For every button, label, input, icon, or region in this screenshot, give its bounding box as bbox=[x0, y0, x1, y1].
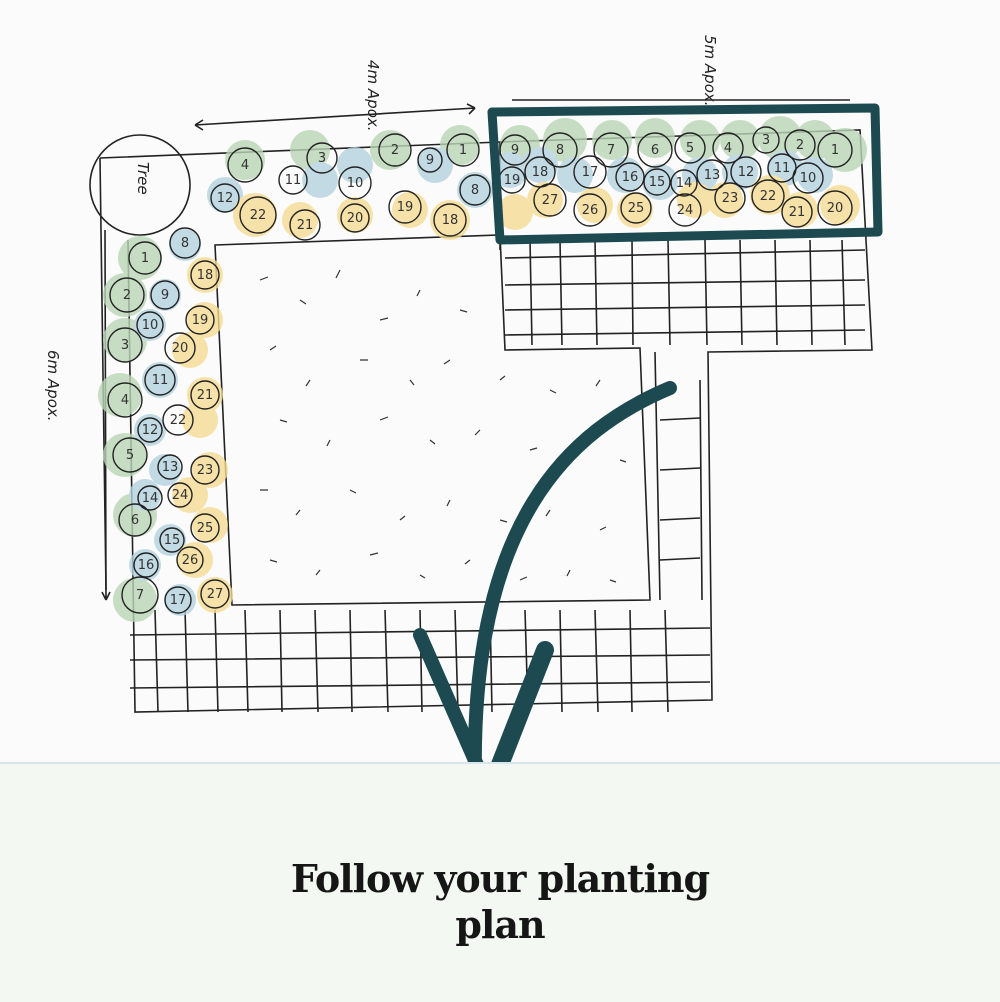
plant-number: 3 bbox=[318, 151, 326, 166]
plant-number: 13 bbox=[162, 460, 179, 475]
plant-number: 25 bbox=[628, 201, 645, 216]
plant-number: 19 bbox=[397, 200, 414, 215]
plant-number: 26 bbox=[182, 553, 199, 568]
plant-number: 18 bbox=[442, 213, 459, 228]
plant-number: 27 bbox=[207, 587, 224, 602]
plant-number: 15 bbox=[164, 533, 181, 548]
lawn-texture bbox=[259, 269, 627, 583]
plant-circles bbox=[107, 126, 853, 614]
plant-number: 23 bbox=[722, 191, 739, 206]
caption-line-1: Follow your planting bbox=[290, 856, 710, 901]
plant-number: 24 bbox=[172, 488, 189, 503]
plant-number: 6 bbox=[131, 513, 139, 528]
caption-panel: Follow your planting plan bbox=[0, 762, 1000, 1002]
plant-number: 19 bbox=[504, 173, 521, 188]
highlighted-bed-box bbox=[487, 103, 883, 245]
plant-number: 18 bbox=[197, 268, 214, 283]
plant-number: 5 bbox=[686, 141, 694, 156]
plant-number: 9 bbox=[426, 153, 434, 168]
plant-number: 20 bbox=[172, 341, 189, 356]
plant-number: 20 bbox=[827, 201, 844, 216]
plant-number: 16 bbox=[622, 170, 639, 185]
plant-number: 2 bbox=[123, 288, 131, 303]
plant-number: 25 bbox=[197, 521, 214, 536]
plant-number: 13 bbox=[704, 168, 721, 183]
plant-number: 6 bbox=[651, 143, 659, 158]
curved-arrow-icon bbox=[413, 381, 677, 762]
plant-number: 15 bbox=[649, 175, 666, 190]
plant-number: 10 bbox=[800, 171, 817, 186]
plant-number: 9 bbox=[511, 143, 519, 158]
plant-number: 22 bbox=[250, 208, 267, 223]
plant-number: 3 bbox=[121, 338, 129, 353]
plant-number: 12 bbox=[142, 423, 159, 438]
plant-number: 4 bbox=[724, 141, 732, 156]
garden-outline bbox=[89, 99, 873, 713]
garden-plan-drawing: 4m Apox. 5m Apox. 6m Apox. Tree 9 8 7 6 5 4 3 2… bbox=[44, 35, 883, 762]
caption-line-2: plan bbox=[455, 902, 545, 947]
plant-number: 22 bbox=[170, 413, 187, 428]
plant-number: 2 bbox=[391, 143, 399, 158]
plant-color-washes bbox=[98, 116, 867, 622]
plant-number: 1 bbox=[141, 251, 149, 266]
plant-number: 21 bbox=[297, 218, 314, 233]
plant-number: 1 bbox=[831, 143, 839, 158]
plant-number: 10 bbox=[347, 176, 364, 191]
plant-number: 14 bbox=[676, 176, 693, 191]
plant-number: 7 bbox=[607, 143, 615, 158]
plant-number: 9 bbox=[161, 288, 169, 303]
plant-number: 24 bbox=[677, 203, 694, 218]
plant-number: 1 bbox=[459, 143, 467, 158]
plant-number: 22 bbox=[760, 189, 777, 204]
plant-number: 14 bbox=[142, 491, 159, 506]
plant-number: 2 bbox=[796, 138, 804, 153]
plant-number: 11 bbox=[152, 373, 169, 388]
plant-number: 8 bbox=[556, 143, 564, 158]
plant-number: 27 bbox=[542, 193, 559, 208]
plant-number: 19 bbox=[192, 313, 209, 328]
plant-number: 8 bbox=[181, 236, 189, 251]
caption-heading: Follow your planting plan bbox=[0, 856, 1000, 948]
dimension-label-5m: 5m Apox. bbox=[701, 35, 719, 107]
plant-number: 10 bbox=[142, 318, 159, 333]
plant-number: 17 bbox=[170, 593, 187, 608]
plant-number: 8 bbox=[471, 183, 479, 198]
plant-number: 11 bbox=[285, 173, 302, 188]
plant-number: 21 bbox=[197, 388, 214, 403]
plant-number: 7 bbox=[136, 588, 144, 603]
plant-number: 12 bbox=[217, 191, 234, 206]
dimension-label-4m: 4m Apox. bbox=[364, 60, 382, 132]
plant-number: 4 bbox=[241, 158, 249, 173]
plant-number: 20 bbox=[347, 211, 364, 226]
plant-number: 21 bbox=[789, 205, 806, 220]
plant-number: 18 bbox=[532, 165, 549, 180]
plant-number: 12 bbox=[738, 165, 755, 180]
plant-number: 4 bbox=[121, 393, 129, 408]
plant-number: 16 bbox=[138, 558, 155, 573]
plant-number: 23 bbox=[197, 463, 214, 478]
plant-number: 11 bbox=[774, 161, 791, 176]
tree-label: Tree bbox=[134, 162, 152, 195]
plant-number: 17 bbox=[582, 165, 599, 180]
dimension-label-6m: 6m Apox. bbox=[44, 350, 62, 422]
plant-number: 5 bbox=[126, 448, 134, 463]
plant-number: 26 bbox=[582, 203, 599, 218]
planting-plan-sketch: 4m Apox. 5m Apox. 6m Apox. Tree 9 8 7 6 5 4 3 2… bbox=[44, 35, 883, 762]
plant-number: 3 bbox=[762, 133, 770, 148]
